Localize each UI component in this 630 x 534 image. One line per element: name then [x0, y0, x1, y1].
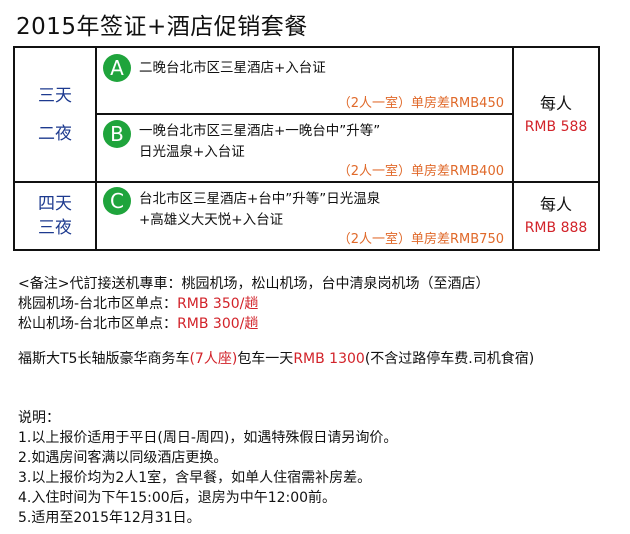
note-item: 3.以上报价均为2人1室，含早餐，如单人住宿需补房差。	[18, 470, 372, 486]
car-price: RMB 1300	[293, 351, 365, 367]
car-charter-label: 包车一天	[237, 351, 294, 367]
price-amount: RMB 888	[524, 220, 588, 237]
note-item: 2.如遇房间客满以同级酒店更换。	[18, 450, 228, 466]
option-b-badge: B	[103, 119, 131, 148]
option-a-line1: 二晚台北市区三星酒店+入台证	[139, 60, 326, 76]
option-b-line1: 一晚台北市区三星酒店+一晚台中”升等”	[139, 122, 381, 139]
option-a-cell: A 二晚台北市区三星酒店+入台证 （2人一室）单房差RMB450	[95, 46, 514, 115]
option-b-note: （2人一室）单房差RMB400	[337, 163, 504, 179]
option-b-line2: 日光温泉+入台证	[139, 143, 245, 160]
car-model: 福斯大T5长轴版豪华商务车	[18, 351, 190, 367]
option-a-badge: A	[103, 54, 131, 82]
car-charter-line: 福斯大T5长轴版豪华商务车(7人座)包车一天RMB 1300(不含过路停车费.司…	[18, 349, 534, 369]
option-c-note: （2人一室）单房差RMB750	[337, 232, 504, 248]
option-c-cell: C 台北市区三星酒店+台中”升等”日光温泉 +高雄义大天悦+入台证 （2人一室）…	[95, 181, 514, 251]
taoyuan-label: 桃园机场-台北市区单点：	[18, 296, 178, 312]
songshan-label: 松山机场-台北市区单点：	[18, 316, 178, 332]
car-charter-section: 福斯大T5长轴版豪华商务车(7人座)包车一天RMB 1300(不含过路停车费.司…	[18, 349, 534, 369]
days-label: 三天	[38, 85, 72, 106]
price-per-person-label: 每人	[539, 93, 572, 113]
option-c-line1: 台北市区三星酒店+台中”升等”日光温泉	[139, 191, 381, 208]
notes-heading: 说明：	[18, 410, 60, 426]
car-exclusions: (不含过路停车费.司机食宿)	[364, 351, 535, 367]
option-c-badge: C	[103, 187, 131, 216]
days-cell-4d3n: 四天 三夜	[13, 181, 97, 251]
price-amount: RMB 588	[524, 118, 588, 135]
option-c-line2: +高雄义大天悦+入台证	[139, 212, 284, 229]
price-cell-2: 每人 RMB 888	[512, 181, 600, 251]
notes-section: 说明： 1.以上报价适用于平日(周日-周四)，如遇特殊假日请另询价。 2.如遇房…	[18, 408, 397, 528]
songshan-transfer-line: 松山机场-台北市区单点：RMB 300/趟	[18, 314, 489, 334]
nights-label: 二夜	[38, 123, 72, 144]
option-b-cell: B 一晚台北市区三星酒店+一晚台中”升等” 日光温泉+入台证 （2人一室）单房差…	[95, 112, 514, 184]
price-cell-1: 每人 RMB 588	[512, 45, 600, 184]
note-item: 1.以上报价适用于平日(周日-周四)，如遇特殊假日请另询价。	[18, 430, 398, 446]
taoyuan-price: RMB 350/趟	[177, 296, 259, 312]
days-cell-3d2n: 三天 二夜	[13, 45, 97, 184]
page-title: 2015年签证+酒店促销套餐	[16, 14, 308, 40]
note-item: 5.适用至2015年12月31日。	[18, 510, 201, 526]
transfer-section: <备注>代訂接送机專車：桃园机场，松山机场，台中清泉岗机场（至酒店） 桃园机场-…	[18, 274, 489, 334]
option-a-note: （2人一室）单房差RMB450	[337, 96, 504, 111]
price-per-person-label: 每人	[539, 195, 572, 215]
taoyuan-transfer-line: 桃园机场-台北市区单点：RMB 350/趟	[18, 294, 489, 314]
days-label: 四天	[38, 194, 72, 215]
package-table: 三天 二夜 A 二晚台北市区三星酒店+入台证 （2人一室）单房差RMB450 每…	[13, 45, 600, 251]
songshan-price: RMB 300/趟	[177, 316, 259, 332]
car-seats: (7人座)	[189, 351, 238, 367]
note-item: 4.入住时间为下午15:00后，退房为中午12:00前。	[18, 490, 337, 506]
transfer-remark: <备注>代訂接送机專車：桃园机场，松山机场，台中清泉岗机场（至酒店）	[18, 276, 490, 292]
nights-label: 三夜	[38, 218, 72, 239]
